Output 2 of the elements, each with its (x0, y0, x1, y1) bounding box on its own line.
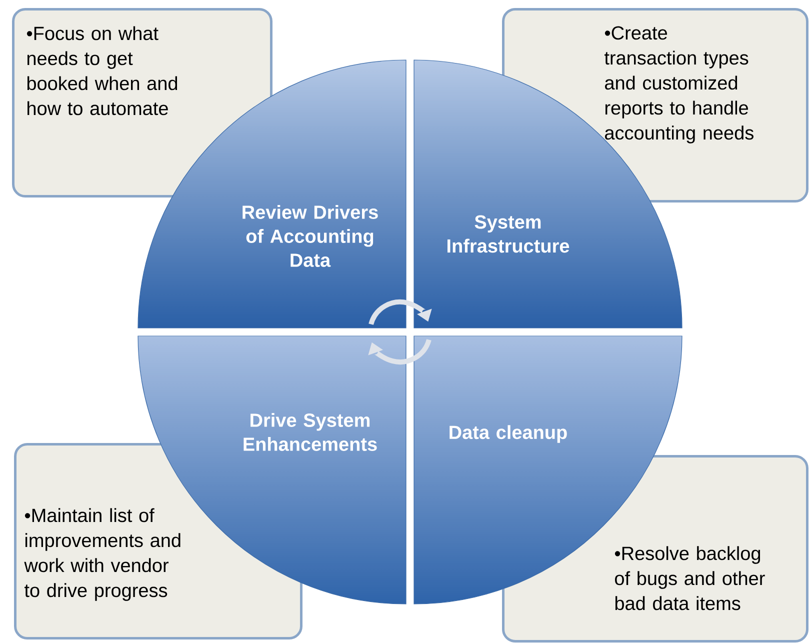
cycle-arrow (368, 338, 432, 364)
cycle-arrow (368, 300, 432, 326)
